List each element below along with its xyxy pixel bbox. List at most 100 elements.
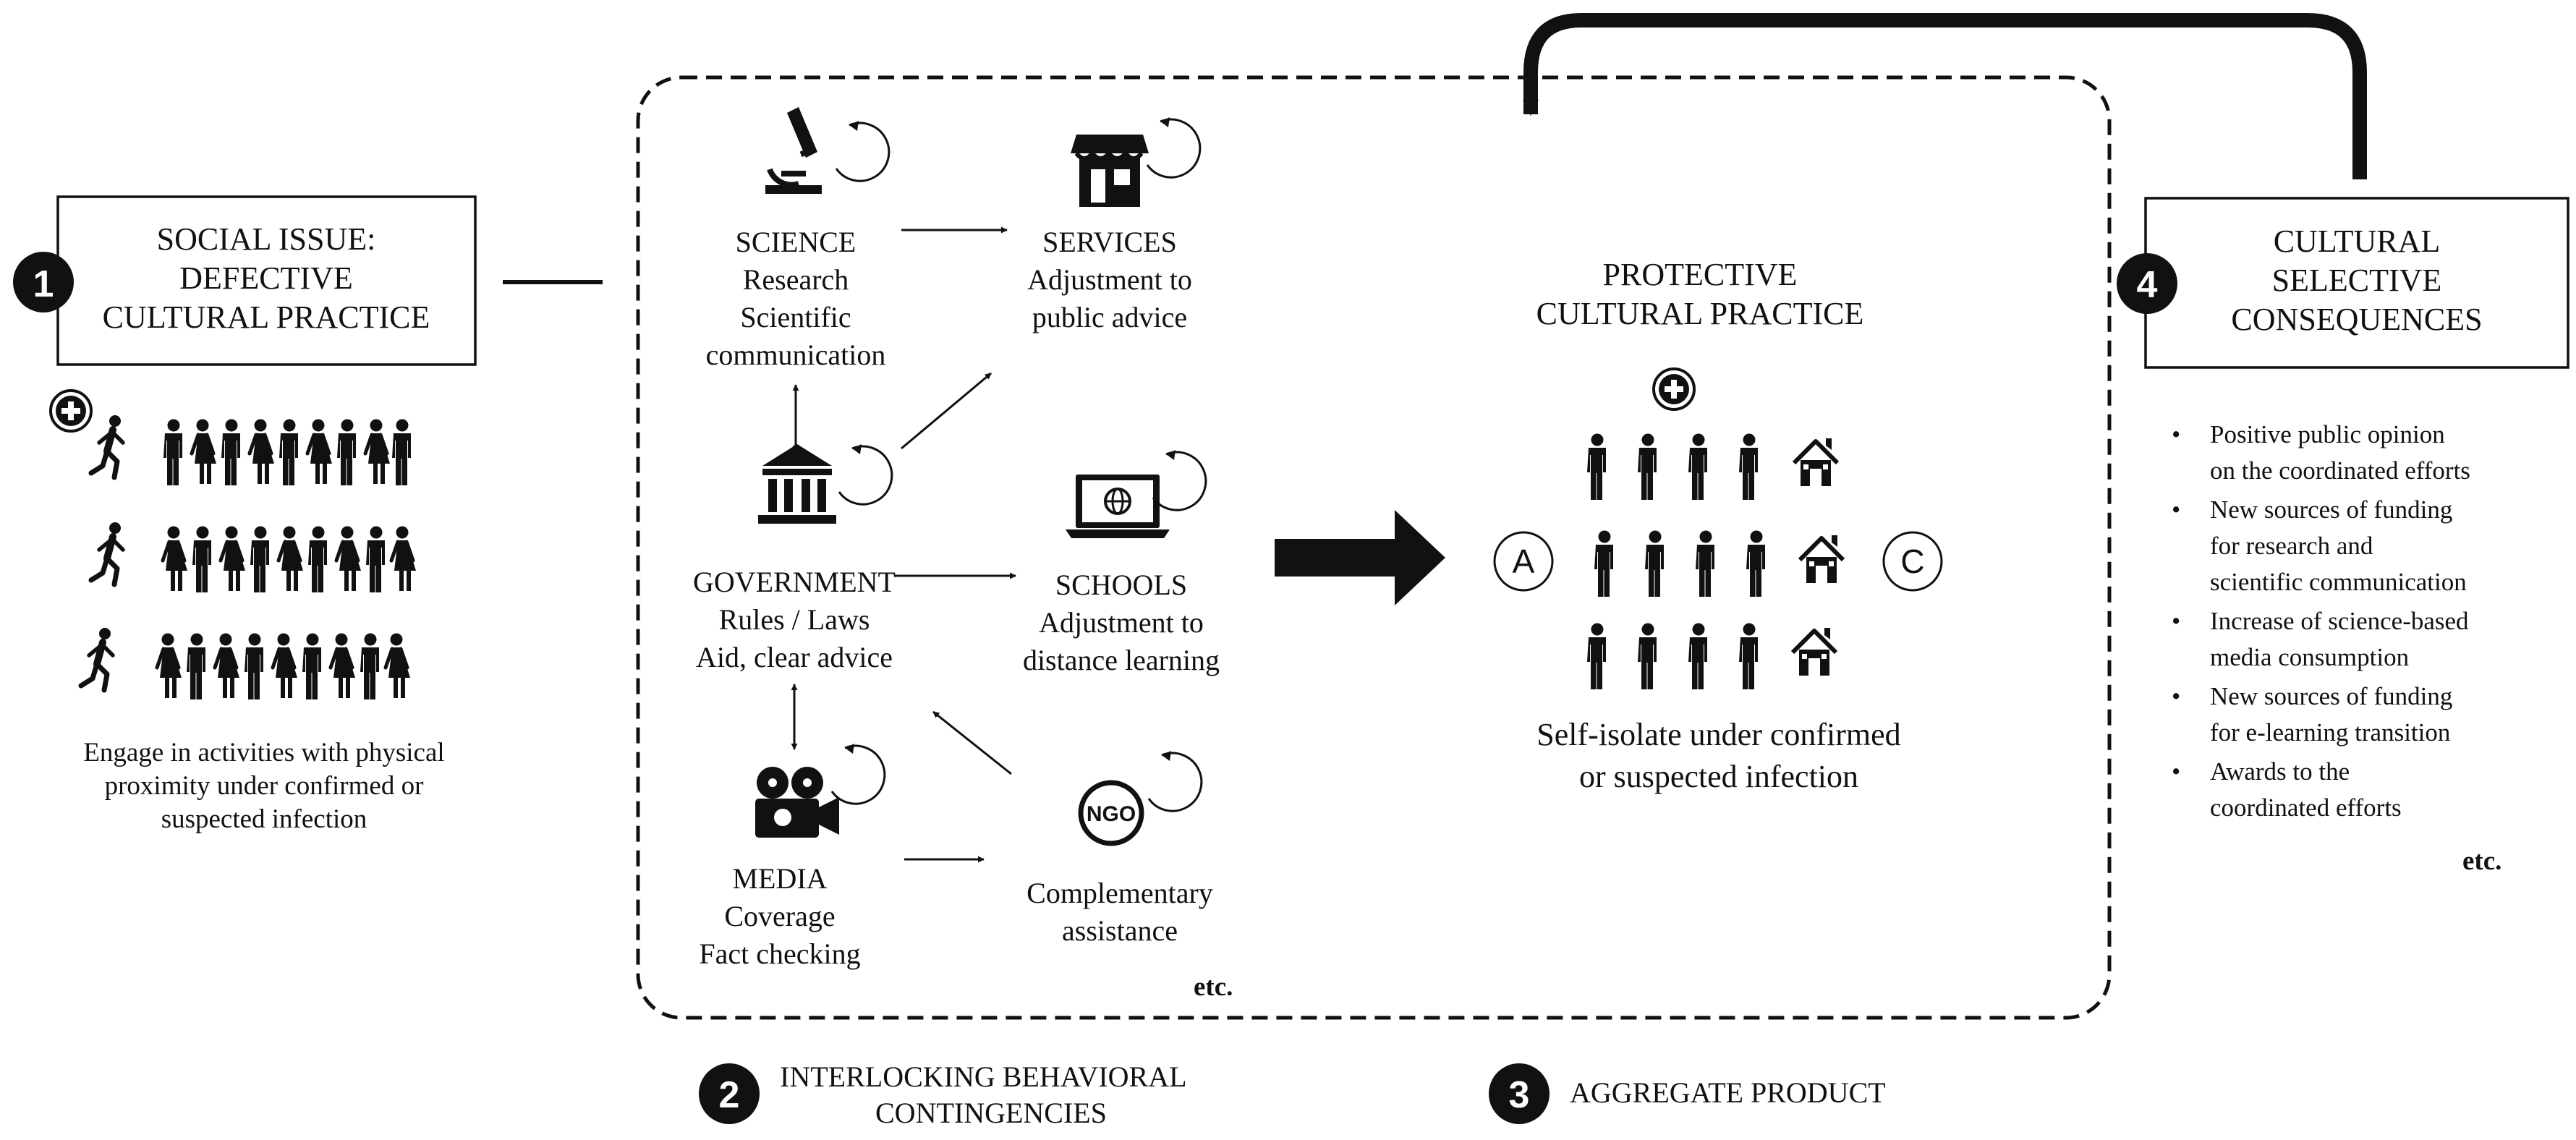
media-node: MEDIA Coverage Fact checking: [699, 742, 886, 970]
running-person-icon: [81, 628, 113, 690]
consequence-item: • New sources of funding for e-learning …: [2172, 682, 2452, 746]
self-loop-arrow: [838, 443, 893, 506]
interlock-etc: etc.: [1194, 972, 1233, 1002]
svg-text:Positive public opinion: Positive public opinion: [2210, 420, 2445, 448]
government-building-icon: [758, 444, 836, 524]
step-1-number: 1: [33, 263, 54, 305]
social-issue-title-line-2: DEFECTIVE: [179, 260, 353, 296]
svg-text:coordinated efforts: coordinated efforts: [2210, 794, 2402, 822]
crowd-row-3: [157, 634, 410, 700]
consequence-item: • Positive public opinion on the coordin…: [2172, 420, 2470, 485]
consequence-bullet: •: [2172, 757, 2180, 786]
ngo-badge-icon: NGO: [1078, 780, 1144, 846]
self-loop-arrow: [1152, 448, 1207, 511]
interlocking-contingencies-box: SCIENCE Research Scientific communicatio…: [636, 75, 2112, 1020]
consequence-letter: C: [1900, 543, 1924, 580]
consequence-bullet: •: [2172, 420, 2180, 448]
defective-description-line-3: suspected infection: [161, 804, 367, 834]
big-right-arrow: [1275, 510, 1445, 605]
science-line-4: communication: [706, 339, 886, 371]
aggregate-product-section: PROTECTIVE CULTURAL PRACTICE A C Self-is…: [1493, 257, 1943, 794]
step-4-badge: [2117, 253, 2177, 314]
defective-description-line-2: proximity under confirmed or: [105, 771, 424, 801]
svg-text:Awards to the: Awards to the: [2210, 757, 2350, 786]
ngo-node: NGO Complementary assistance: [1026, 749, 1213, 947]
science-title: SCIENCE: [736, 226, 856, 258]
interlock-label-line-2: CONTINGENCIES: [875, 1097, 1107, 1129]
media-title: MEDIA: [732, 862, 827, 895]
ngo-line-2: assistance: [1062, 914, 1178, 947]
svg-text:New sources of funding: New sources of funding: [2210, 495, 2452, 524]
isolated-households-icon: [1587, 433, 1843, 689]
consequence-bullet: •: [2172, 495, 2180, 524]
services-line-2: Adjustment to: [1027, 263, 1192, 296]
svg-text:for research and: for research and: [2210, 532, 2373, 560]
ngo-badge-text: NGO: [1087, 802, 1136, 826]
svg-text:Increase of science-based: Increase of science-based: [2210, 607, 2469, 635]
social-issue-title-line-3: CULTURAL PRACTICE: [103, 299, 430, 335]
arrow-ngo-to-government: [932, 710, 1012, 775]
government-line-2: Rules / Laws: [719, 603, 870, 636]
svg-text:New sources of funding: New sources of funding: [2210, 682, 2452, 710]
svg-text:media consumption: media consumption: [2210, 643, 2409, 671]
schools-node: SCHOOLS Adjustment to distance learning: [1023, 448, 1220, 676]
step-2-label: 2 INTERLOCKING BEHAVIORAL CONTINGENCIES: [699, 1060, 1187, 1129]
self-loop-arrow: [835, 119, 890, 182]
consequences-list: • Positive public opinion on the coordin…: [2172, 420, 2470, 822]
interaction-arrows: [791, 226, 1016, 863]
svg-text:scientific communication: scientific communication: [2210, 568, 2467, 596]
protective-description-line-1: Self-isolate under confirmed: [1536, 717, 1900, 752]
crowd-icon: [49, 389, 416, 700]
step-3-label: 3 AGGREGATE PRODUCT: [1489, 1063, 1886, 1124]
science-node: SCIENCE Research Scientific communicatio…: [706, 107, 890, 371]
defective-practice-description: Engage in activities with physical proxi…: [83, 738, 444, 834]
science-line-3: Scientific: [740, 301, 851, 333]
film-camera-icon: [755, 767, 839, 838]
government-node: GOVERNMENT Rules / Laws Aid, clear advic…: [693, 443, 896, 673]
social-issue-title-line-1: SOCIAL ISSUE:: [157, 221, 376, 257]
consequences-title-line-3: CONSEQUENCES: [2231, 302, 2482, 337]
selective-consequences-title: CULTURAL SELECTIVE CONSEQUENCES: [2231, 224, 2482, 337]
crowd-row-2: [163, 527, 416, 593]
services-title: SERVICES: [1042, 226, 1177, 258]
media-line-2: Coverage: [724, 900, 835, 932]
antecedent-label: A: [1493, 531, 1554, 592]
svg-text:on the coordinated efforts: on the coordinated efforts: [2210, 456, 2470, 485]
consequence-item: • Increase of science-based media consum…: [2172, 607, 2469, 671]
self-loop-arrow: [1146, 116, 1202, 179]
feedback-arrow: [1523, 13, 2367, 179]
step-4-number: 4: [2137, 264, 2158, 306]
step-4-section: CULTURAL SELECTIVE CONSEQUENCES 4 • Posi…: [2117, 197, 2569, 876]
crowd-row-1: [163, 420, 411, 486]
schools-line-2: Adjustment to: [1039, 606, 1204, 639]
services-line-3: public advice: [1032, 301, 1187, 333]
ngo-line-1: Complementary: [1026, 877, 1213, 909]
aggregate-product-label: AGGREGATE PRODUCT: [1570, 1076, 1886, 1109]
microscope-icon: [765, 107, 822, 194]
arrow-government-to-services: [901, 372, 992, 450]
protective-title-line-1: PROTECTIVE: [1603, 257, 1798, 292]
consequence-item: • Awards to the coordinated efforts: [2172, 757, 2402, 822]
consequences-title-line-1: CULTURAL: [2274, 224, 2441, 259]
defective-description-line-1: Engage in activities with physical: [83, 738, 444, 767]
protective-practice-title: PROTECTIVE CULTURAL PRACTICE: [1536, 257, 1864, 331]
laptop-globe-icon: [1066, 475, 1170, 538]
self-loop-arrow: [830, 742, 886, 805]
protective-practice-description: Self-isolate under confirmed or suspecte…: [1536, 717, 1900, 794]
running-person-icon: [91, 415, 123, 477]
step-3-badge: [1489, 1063, 1550, 1124]
medical-cross-icon: [1652, 367, 1696, 411]
social-issue-box: [56, 195, 477, 366]
consequence-item: • New sources of funding for research an…: [2172, 495, 2467, 596]
social-issue-title: SOCIAL ISSUE: DEFECTIVE CULTURAL PRACTIC…: [103, 221, 430, 335]
consequences-title-line-2: SELECTIVE: [2272, 263, 2442, 298]
consequence-label: C: [1882, 531, 1943, 592]
consequence-bullet: •: [2172, 682, 2180, 710]
step-3-number: 3: [1509, 1074, 1530, 1116]
protective-description-line-2: or suspected infection: [1579, 759, 1858, 794]
medical-cross-icon: [49, 389, 93, 433]
consequences-etc: etc.: [2462, 846, 2501, 876]
selective-consequences-box: [2144, 197, 2569, 369]
government-title: GOVERNMENT: [693, 566, 896, 598]
